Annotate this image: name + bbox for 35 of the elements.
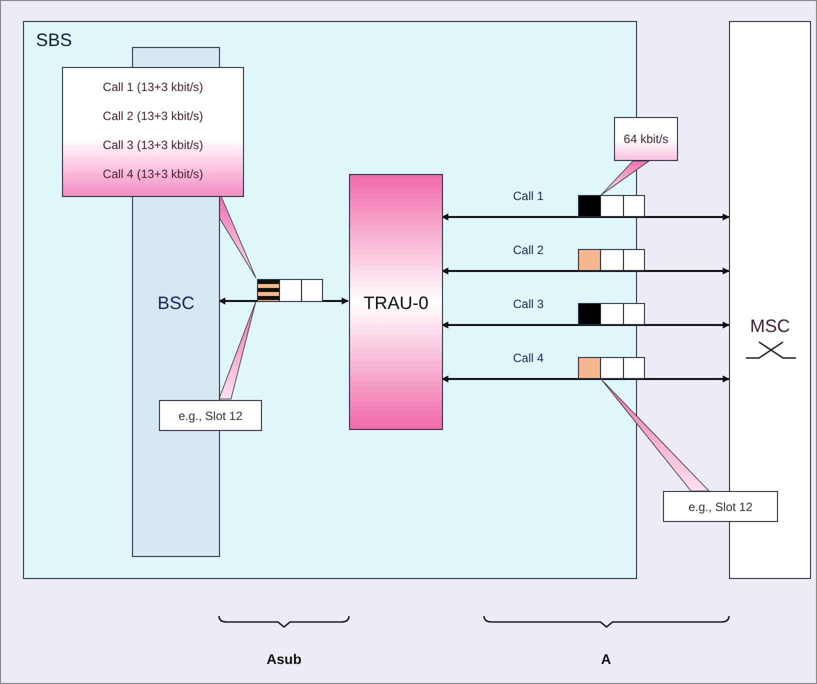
arrow xyxy=(441,322,730,328)
callout-box xyxy=(62,67,244,197)
arrow xyxy=(441,376,730,382)
node-title: MSC xyxy=(750,316,790,337)
time-slot-frame xyxy=(578,303,645,325)
time-slot-frame xyxy=(578,195,645,217)
transcoder-box xyxy=(349,174,443,430)
callout-box xyxy=(663,491,778,522)
edge-label: Call 1 xyxy=(511,189,546,203)
edge-label: Call 3 xyxy=(511,297,546,311)
time-slot-frame xyxy=(578,249,645,271)
callout-text: Call 2 (13+3 kbit/s) xyxy=(102,109,204,123)
subsystem-box xyxy=(23,21,637,579)
callout-text: Call 3 (13+3 kbit/s) xyxy=(102,138,204,152)
callout-text: Call 4 (13+3 kbit/s) xyxy=(102,167,204,181)
callout-text: e.g., Slot 12 xyxy=(688,500,753,514)
edge-label: Call 2 xyxy=(511,243,546,257)
interface-label: Asub xyxy=(266,651,302,667)
time-slot-frame xyxy=(578,357,645,379)
callout-pointer xyxy=(600,160,650,196)
subsystem-title: SBS xyxy=(36,30,72,51)
node-title: BSC xyxy=(158,293,194,314)
callout-box xyxy=(614,117,678,161)
callout-text: Call 1 (13+3 kbit/s) xyxy=(102,80,204,94)
interface-label: A xyxy=(600,651,612,667)
callout-text: e.g., Slot 12 xyxy=(178,409,243,423)
callout-box xyxy=(159,400,262,431)
callout-text: 64 kbit/s xyxy=(624,132,668,146)
callout-pointer xyxy=(600,378,710,492)
node-title: TRAU-0 xyxy=(364,293,428,314)
arrow xyxy=(441,214,730,220)
edge-label: Call 4 xyxy=(511,351,546,365)
arrow xyxy=(441,268,730,274)
callout-pointer xyxy=(218,300,256,400)
time-slot-frame xyxy=(257,279,323,302)
